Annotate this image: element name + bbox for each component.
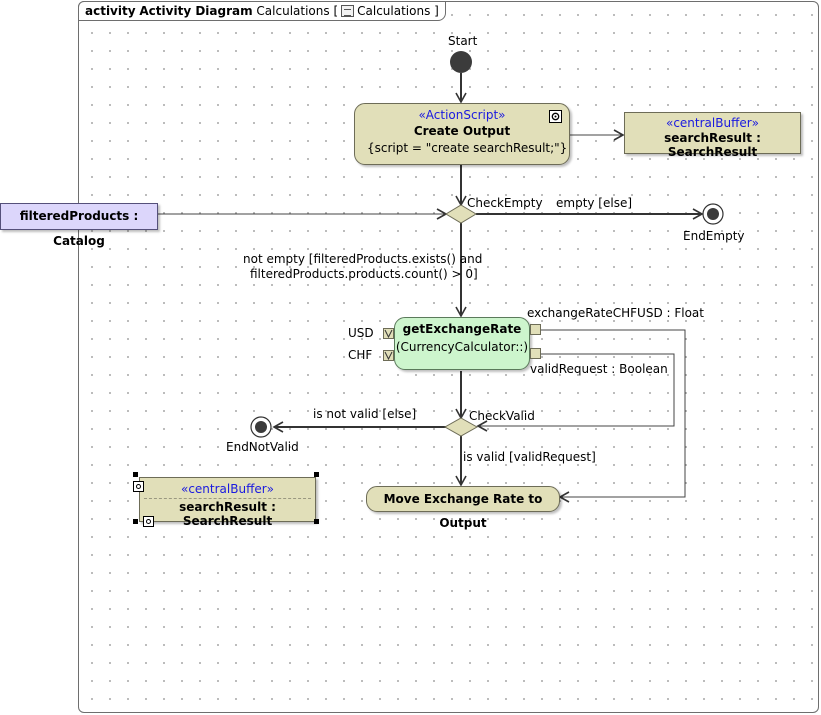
action-create-output[interactable]: «ActionScript» Create Output {script = "… — [354, 103, 570, 165]
decision-check-valid — [443, 417, 479, 437]
output-label-exchange-rate: exchangeRateCHFUSD : Float — [527, 306, 704, 320]
edge-label-not-empty-2: filteredProducts.products.count() > 0] — [250, 267, 478, 281]
frame-title-tab: activity Activity Diagram Calculations [… — [78, 1, 446, 21]
calendar-icon — [341, 5, 355, 17]
create-output-title: Create Output — [413, 124, 511, 138]
object-filtered-products[interactable]: filteredProducts : Catalog — [0, 203, 158, 248]
frame-name: Calculations — [256, 4, 330, 18]
pin-label-chf: CHF — [348, 348, 373, 362]
smart-manipulator-icon[interactable] — [133, 481, 144, 492]
frame-ref-name: Calculations — [357, 4, 431, 18]
start-label: Start — [448, 34, 478, 48]
get-exchange-rate-subtitle: (CurrencyCalculator::) — [395, 340, 529, 354]
pin-label-usd: USD — [348, 326, 374, 340]
get-exchange-rate-title: getExchangeRate — [402, 322, 522, 336]
input-pin-chf[interactable] — [383, 350, 394, 361]
action-move-exchange-rate[interactable]: Move Exchange Rate to Output — [366, 486, 560, 530]
central-buffer-search-result-top[interactable]: «centralBuffer» searchResult : SearchRes… — [624, 112, 801, 159]
check-empty-label: CheckEmpty — [467, 196, 543, 210]
frame-bracket-close: ] — [434, 4, 439, 18]
buffer-bottom-name: searchResult : SearchResult — [179, 500, 276, 528]
edge-label-not-empty-1: not empty [filteredProducts.exists() and — [243, 252, 483, 266]
end-not-valid-label: EndNotValid — [226, 440, 299, 454]
input-pin-usd[interactable] — [383, 328, 394, 339]
frame-kind: Activity Diagram — [139, 4, 253, 18]
create-output-stereotype: «ActionScript» — [418, 108, 506, 122]
central-buffer-search-result-bottom[interactable]: «centralBuffer» searchResult : SearchRes… — [139, 477, 316, 528]
resize-handle-top-left[interactable] — [133, 472, 138, 477]
buffer-bottom-stereotype: «centralBuffer» — [180, 482, 275, 496]
edge-label-empty-else: empty [else] — [556, 196, 633, 210]
compartment-icon[interactable] — [143, 516, 154, 527]
resize-handle-bottom-right[interactable] — [314, 519, 319, 524]
create-output-script: {script = "create searchResult;"} — [367, 141, 568, 155]
move-output-title: Move Exchange Rate to Output — [383, 492, 543, 530]
edge-rate-pin-to-move — [541, 329, 686, 503]
frame-bracket-open: [ — [333, 4, 339, 18]
initial-node — [450, 51, 472, 73]
frame-keyword: activity — [85, 4, 136, 18]
buffer-top-stereotype: «centralBuffer» — [665, 116, 760, 130]
output-pin-valid-request[interactable] — [530, 348, 541, 359]
buffer-top-name: searchResult : SearchResult — [664, 131, 761, 159]
edge-label-is-valid: is valid [validRequest] — [463, 450, 596, 464]
resize-handle-top-right[interactable] — [314, 472, 319, 477]
filtered-products-label: filteredProducts : Catalog — [19, 209, 139, 248]
edge-label-not-valid-else: is not valid [else] — [313, 407, 417, 421]
decision-check-empty — [445, 204, 477, 224]
action-get-exchange-rate[interactable]: getExchangeRate (CurrencyCalculator::) — [394, 317, 530, 370]
pin-arrow-icon — [384, 351, 393, 360]
edge-valid-pin-to-checkvalid — [476, 353, 675, 432]
check-valid-label: CheckValid — [469, 409, 535, 423]
settings-icon — [549, 110, 562, 123]
resize-handle-bottom-left[interactable] — [133, 519, 138, 524]
output-label-valid-request: validRequest : Boolean — [530, 362, 668, 376]
pin-arrow-icon — [384, 329, 393, 338]
output-pin-exchange-rate[interactable] — [530, 324, 541, 335]
end-empty-label: EndEmpty — [683, 229, 745, 243]
